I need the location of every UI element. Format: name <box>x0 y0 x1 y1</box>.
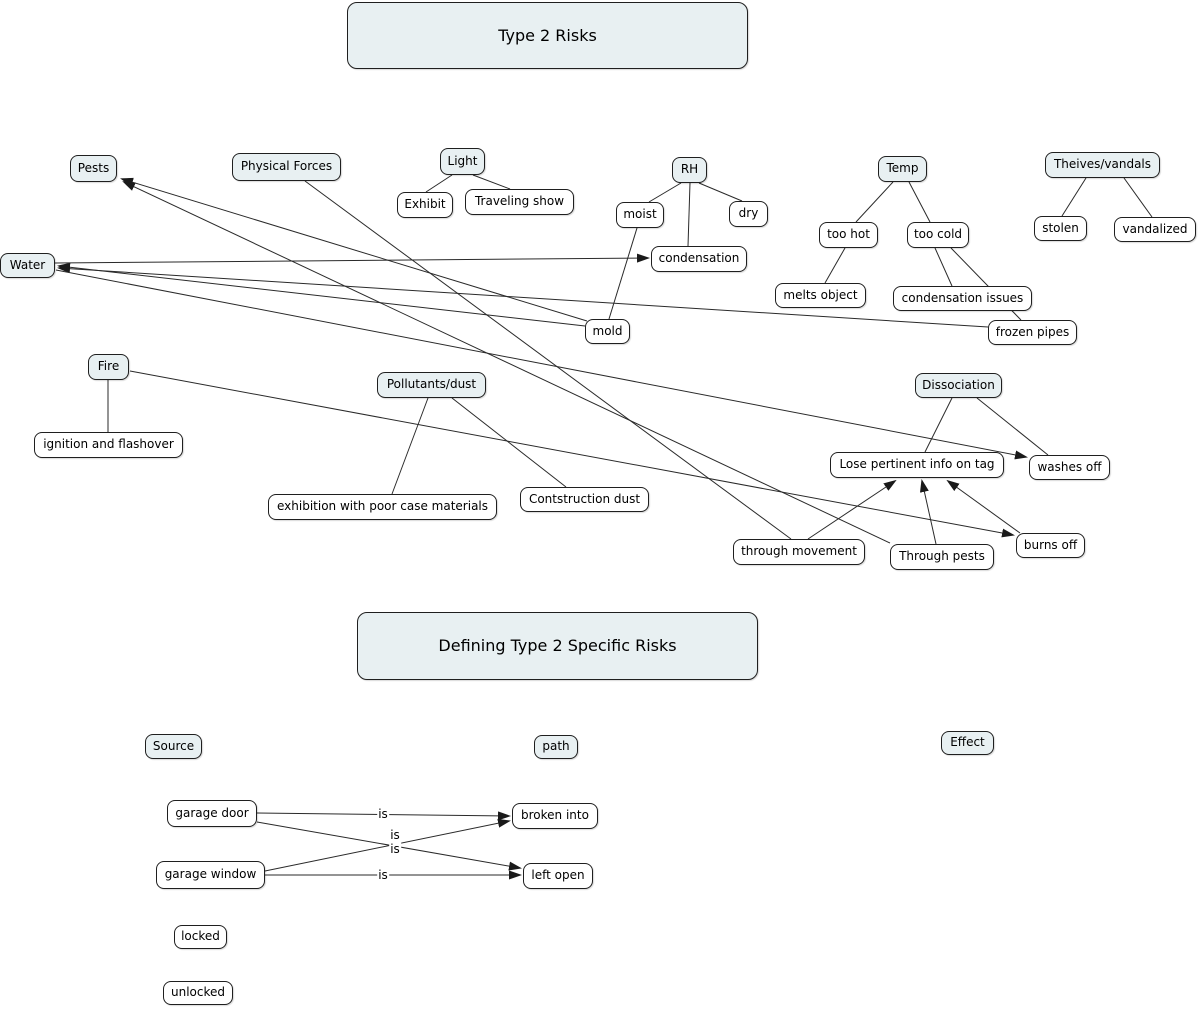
node-title-defining[interactable]: Defining Type 2 Specific Risks <box>357 612 758 680</box>
edge-label-is[interactable]: is <box>389 842 401 856</box>
edge-too-hot-to-melts-object <box>824 247 846 284</box>
node-left-open[interactable]: left open <box>523 863 593 889</box>
edge-through-pests-to-pests <box>122 181 891 544</box>
edge-temp-to-too-hot <box>855 181 894 223</box>
edge-water-to-condensation <box>54 253 650 264</box>
node-broken-into[interactable]: broken into <box>512 803 598 829</box>
node-garage-window[interactable]: garage window <box>156 861 265 889</box>
edge-dissociation-to-lose-info <box>924 397 953 453</box>
edge-through-movement-to-lose-info <box>807 479 897 540</box>
node-dissociation[interactable]: Dissociation <box>915 373 1002 398</box>
edge-dissociation-to-washes-off <box>976 397 1049 456</box>
node-dry[interactable]: dry <box>729 201 768 227</box>
edge-fire-to-burns-off <box>129 370 1015 538</box>
edge-garage-door-to-left-open <box>256 821 522 871</box>
node-light[interactable]: Light <box>440 148 485 175</box>
edge-light-to-exhibit <box>425 174 453 193</box>
edge-label-is[interactable]: is <box>389 828 401 842</box>
edge-mold-to-pests <box>120 177 588 322</box>
node-traveling-show[interactable]: Traveling show <box>465 189 574 215</box>
node-condensation-issues[interactable]: condensation issues <box>893 286 1032 311</box>
node-washes-off[interactable]: washes off <box>1029 455 1110 480</box>
edge-moist-to-mold <box>608 227 638 320</box>
edge-rh-to-condensation <box>687 182 691 247</box>
node-melts-object[interactable]: melts object <box>775 283 866 308</box>
edge-mold-to-water <box>57 262 586 327</box>
node-through-pests[interactable]: Through pests <box>890 544 994 570</box>
edge-label-is[interactable]: is <box>377 868 389 882</box>
edge-water-to-washes-off <box>55 269 1028 460</box>
edge-through-pests-to-lose-info <box>919 479 937 545</box>
node-physical-forces[interactable]: Physical Forces <box>232 153 341 181</box>
node-source[interactable]: Source <box>145 734 202 759</box>
edge-too-cold-to-condensation-issues <box>934 247 953 287</box>
edge-rh-to-moist <box>648 182 682 203</box>
node-theives-vandals[interactable]: Theives/vandals <box>1045 152 1160 178</box>
node-unlocked[interactable]: unlocked <box>163 981 233 1005</box>
edge-garage-window-to-broken-into <box>264 818 511 872</box>
edge-temp-to-too-cold <box>908 181 931 223</box>
node-too-hot[interactable]: too hot <box>819 222 878 248</box>
node-effect[interactable]: Effect <box>941 731 994 755</box>
edge-burns-off-to-lose-info <box>946 479 1021 534</box>
edge-rh-to-dry <box>698 182 743 202</box>
node-contstruction-dust[interactable]: Contstruction dust <box>520 487 649 512</box>
node-rh[interactable]: RH <box>672 157 707 183</box>
node-too-cold[interactable]: too cold <box>907 222 969 248</box>
node-stolen[interactable]: stolen <box>1034 216 1087 241</box>
edge-label-is[interactable]: is <box>377 807 389 821</box>
edge-theives-to-vandalized <box>1123 177 1153 218</box>
node-burns-off[interactable]: burns off <box>1016 533 1085 558</box>
edge-physical-forces-to-through-movement <box>304 180 792 540</box>
node-frozen-pipes[interactable]: frozen pipes <box>988 320 1077 345</box>
node-garage-door[interactable]: garage door <box>167 800 257 827</box>
node-path[interactable]: path <box>534 735 578 759</box>
edge-theives-to-stolen <box>1061 177 1087 217</box>
node-mold[interactable]: mold <box>585 319 630 344</box>
node-exhibition-with-poor-case-materials[interactable]: exhibition with poor case materials <box>268 494 497 520</box>
node-lose-pertinent-info-on-tag[interactable]: Lose pertinent info on tag <box>830 452 1004 478</box>
node-title-type2-risks[interactable]: Type 2 Risks <box>347 2 748 69</box>
node-water[interactable]: Water <box>0 253 55 278</box>
node-exhibit[interactable]: Exhibit <box>397 192 453 218</box>
node-vandalized[interactable]: vandalized <box>1114 217 1196 242</box>
edge-pollutants-to-contstruction-dust <box>451 397 567 488</box>
node-moist[interactable]: moist <box>616 202 664 228</box>
node-ignition-and-flashover[interactable]: ignition and flashover <box>34 432 183 458</box>
edge-pollutants-to-exhibition <box>391 397 429 495</box>
node-pollutants-dust[interactable]: Pollutants/dust <box>377 372 486 398</box>
edge-light-to-traveling-show <box>472 174 511 190</box>
node-temp[interactable]: Temp <box>878 156 927 182</box>
node-locked[interactable]: locked <box>174 925 227 949</box>
node-fire[interactable]: Fire <box>88 354 129 380</box>
node-through-movement[interactable]: through movement <box>733 539 865 565</box>
node-condensation[interactable]: condensation <box>651 246 747 272</box>
node-pests[interactable]: Pests <box>70 155 117 182</box>
edge-frozen-pipes-to-water <box>57 264 989 328</box>
